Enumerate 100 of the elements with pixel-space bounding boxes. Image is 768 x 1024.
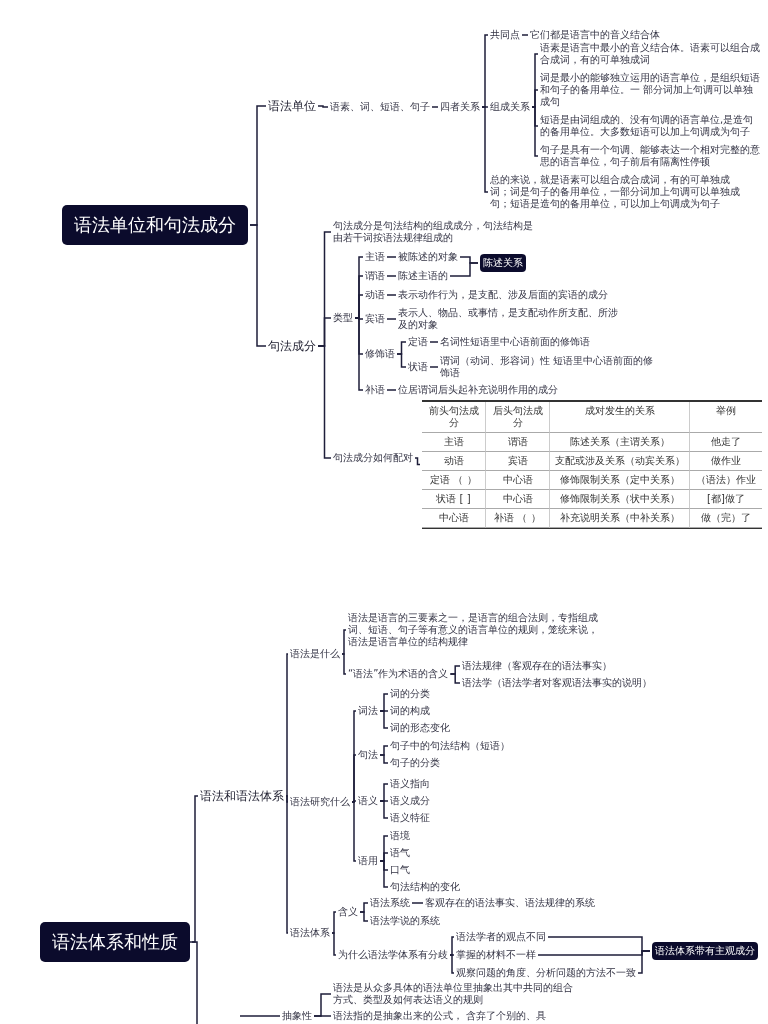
topic-label: 词的分类 — [390, 688, 430, 700]
topic-label: 语义指向 — [390, 778, 430, 790]
topic-label: 语法是从众多具体的语法单位里抽象出其中共同的组合方式、类型及如何表达语义的规则 — [333, 982, 573, 1006]
table-cell: 主语 — [422, 433, 486, 452]
connector-line — [386, 389, 397, 391]
table-cell: 支配或涉及关系（动宾关系） — [550, 452, 690, 471]
connector-line — [331, 932, 337, 956]
topic-label: 语法指的是抽象出来的公式， 含弃了个别的、具 — [333, 1010, 547, 1022]
topic-label: 为什么语法学体系有分歧 — [338, 949, 448, 961]
topic-label: 组成关系 — [490, 101, 530, 113]
connector-line — [531, 89, 539, 108]
table-cell: 中心语 — [486, 471, 550, 490]
connector-line — [449, 262, 479, 277]
topic-label: 句法 — [358, 749, 378, 761]
connector-line — [239, 1015, 281, 1017]
topic-label: 它们都是语言中的音义结合体 — [530, 29, 660, 41]
topic-label: 词的形态变化 — [390, 722, 450, 734]
table-cell: 他走了 — [690, 433, 762, 452]
connector-line — [414, 457, 421, 466]
topic-label: 语素是语言中最小的音义结合体。语素可以组合成合成词，有的可单独成词 — [540, 42, 762, 66]
topic-label: 类型 — [333, 312, 353, 324]
connector-line — [351, 801, 357, 862]
topic-label: 含义 — [338, 906, 358, 918]
table-cell: 补语 （ ） — [486, 509, 550, 528]
table-cell: 做（完）了 — [690, 509, 762, 528]
summary-box: 语法体系带有主观成分 — [652, 942, 758, 960]
topic-label: 定语 — [408, 336, 428, 348]
topic-label: 语法学（语法学者对客观语法事实的说明） — [462, 677, 652, 689]
central-topic-box: 语法单位和句法成分 — [62, 205, 248, 245]
connector-line — [449, 673, 461, 684]
topic-label: 谓语 — [365, 270, 385, 282]
topic-label: 主语 — [365, 251, 385, 263]
table-cell: [都]做了 — [690, 490, 762, 509]
table-cell: 做作业 — [690, 452, 762, 471]
table-cell: 谓语 — [486, 433, 550, 452]
topic-label: 句子的分类 — [390, 757, 440, 769]
table-cell: 宾语 — [486, 452, 550, 471]
topic-label: 词是最小的能够独立运用的语言单位，是组织短语和句子的备用单位。一 部分词加上句调可以单独成句 — [540, 72, 762, 108]
connector-line — [386, 256, 397, 258]
connector-line — [317, 105, 329, 108]
connector-line — [386, 318, 397, 320]
connector-line — [379, 800, 389, 819]
topic-label: 语用 — [358, 855, 378, 867]
connector-line — [431, 106, 439, 108]
topic-label: 抽象性 — [282, 1010, 312, 1022]
topic-label: “语法”作为术语的含义 — [348, 668, 449, 680]
table-cell: 成对发生的关系 — [550, 402, 690, 433]
topic-label: 语义特征 — [390, 812, 430, 824]
topic-label: 句法成分 — [268, 339, 316, 353]
topic-label: 语法单位 — [268, 99, 316, 113]
connector-line — [191, 795, 199, 943]
topic-label: 语义 — [358, 795, 378, 807]
topic-label: 修饰语 — [365, 348, 395, 360]
connector-line — [449, 936, 455, 956]
topic-label: 补语 — [365, 384, 385, 396]
connector-line — [313, 1015, 332, 1017]
table-cell: 中心语 — [422, 509, 486, 528]
topic-label: 语法研究什么 — [290, 796, 350, 808]
connector-line — [637, 950, 651, 974]
topic-label: 词的构成 — [390, 705, 430, 717]
topic-label: 名词性短语里中心语前面的修饰语 — [440, 336, 590, 348]
table-cell: 修饰限制关系（定中关系） — [550, 471, 690, 490]
topic-label: 位居谓词后头起补充说明作用的成分 — [398, 384, 558, 396]
topic-label: 短语是由词组成的、没有句调的语言单位,是造句的备用单位。大多数短语可以加上句调成为句子 — [540, 114, 762, 138]
connector-line — [354, 317, 364, 391]
central-topic-box: 语法体系和性质 — [40, 922, 190, 962]
topic-label: 观察问题的角度、分析问题的方法不一致 — [456, 967, 636, 979]
connector-line — [331, 911, 337, 934]
topic-label: 宾语 — [365, 313, 385, 325]
table-cell: 中心语 — [486, 490, 550, 509]
table-cell: 状语 [ ] — [422, 490, 486, 509]
connector-line — [379, 754, 389, 764]
table-cell: 补充说明关系（中补关系） — [550, 509, 690, 528]
connector-line — [379, 860, 389, 888]
connector-line — [189, 941, 198, 1024]
topic-label: 句法结构的变化 — [390, 881, 460, 893]
table-cell: 举例 — [690, 402, 762, 433]
connector-line — [285, 795, 289, 934]
connector-line — [285, 653, 289, 797]
connector-line — [351, 800, 357, 803]
topic-label: 语法学说的系统 — [370, 915, 440, 927]
topic-label: 句子中的句法结构（短语） — [390, 740, 510, 752]
table-cell: 动语 — [422, 452, 486, 471]
connector-line — [396, 353, 407, 368]
connector-line — [341, 629, 347, 655]
topic-label: 语义成分 — [390, 795, 430, 807]
topic-label: 陈述主语的 — [398, 270, 448, 282]
topic-label: 句法成分如何配对 — [333, 452, 413, 464]
connector-line — [411, 902, 424, 904]
topic-label: 掌握的材料不一样 — [456, 949, 536, 961]
summary-box: 陈述关系 — [480, 254, 526, 272]
connector-line — [481, 106, 489, 193]
topic-label: 表示人、物品、或事情，是支配动作所支配、所涉及的对象 — [398, 307, 618, 331]
topic-label: 四者关系 — [440, 101, 480, 113]
topic-label: 语法体系 — [290, 927, 330, 939]
topic-label: 动语 — [365, 289, 385, 301]
connector-line — [429, 341, 439, 343]
connector-line — [531, 106, 539, 157]
connector-line — [359, 911, 369, 922]
connector-line — [481, 34, 489, 108]
